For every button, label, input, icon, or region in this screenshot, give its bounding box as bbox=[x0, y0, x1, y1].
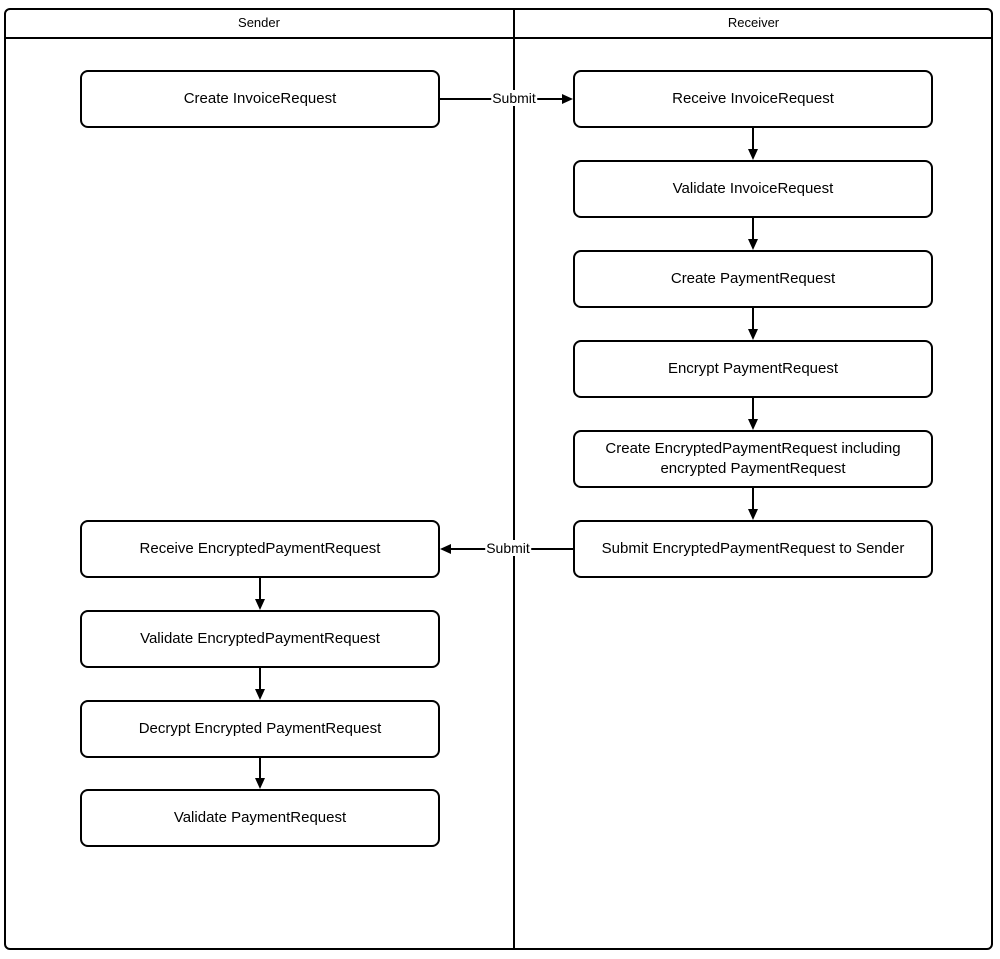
arrowhead-right-icon bbox=[562, 94, 573, 104]
edge-s2-s3-line bbox=[259, 578, 261, 600]
arrowhead-down-icon bbox=[748, 149, 758, 160]
arrowhead-down-icon bbox=[748, 419, 758, 430]
lane-divider bbox=[513, 8, 515, 950]
lane-header-receiver: Receiver bbox=[727, 15, 780, 30]
node-receive-encryptedpaymentrequest: Receive EncryptedPaymentRequest bbox=[80, 520, 440, 578]
edge-r3-r4-line bbox=[752, 308, 754, 330]
node-validate-paymentrequest: Validate PaymentRequest bbox=[80, 789, 440, 847]
arrowhead-left-icon bbox=[440, 544, 451, 554]
lane-header-sender: Sender bbox=[238, 15, 280, 30]
node-validate-invoicerequest: Validate InvoiceRequest bbox=[573, 160, 933, 218]
arrowhead-down-icon bbox=[255, 599, 265, 610]
diagram-frame bbox=[4, 8, 993, 950]
edge-label-submit-to-sender: Submit bbox=[485, 540, 531, 556]
edge-label-submit-to-receiver: Submit bbox=[491, 90, 537, 106]
arrowhead-down-icon bbox=[748, 329, 758, 340]
node-create-paymentrequest: Create PaymentRequest bbox=[573, 250, 933, 308]
arrowhead-down-icon bbox=[748, 239, 758, 250]
node-decrypt-encrypted-paymentrequest: Decrypt Encrypted PaymentRequest bbox=[80, 700, 440, 758]
node-create-invoicerequest: Create InvoiceRequest bbox=[80, 70, 440, 128]
node-receive-invoicerequest: Receive InvoiceRequest bbox=[573, 70, 933, 128]
node-validate-encryptedpaymentrequest: Validate EncryptedPaymentRequest bbox=[80, 610, 440, 668]
node-submit-encryptedpaymentrequest-to-sender: Submit EncryptedPaymentRequest to Sender bbox=[573, 520, 933, 578]
edge-r4-r5-line bbox=[752, 398, 754, 420]
edge-r1-r2-line bbox=[752, 128, 754, 150]
node-encrypt-paymentrequest: Encrypt PaymentRequest bbox=[573, 340, 933, 398]
arrowhead-down-icon bbox=[748, 509, 758, 520]
node-create-encryptedpaymentrequest-including: Create EncryptedPaymentRequest including… bbox=[573, 430, 933, 488]
lane-header-band: Sender Receiver bbox=[4, 8, 993, 39]
edge-r2-r3-line bbox=[752, 218, 754, 240]
edge-s4-s5-line bbox=[259, 758, 261, 779]
edge-s3-s4-line bbox=[259, 668, 261, 690]
arrowhead-down-icon bbox=[255, 778, 265, 789]
edge-r5-r6-line bbox=[752, 488, 754, 510]
arrowhead-down-icon bbox=[255, 689, 265, 700]
